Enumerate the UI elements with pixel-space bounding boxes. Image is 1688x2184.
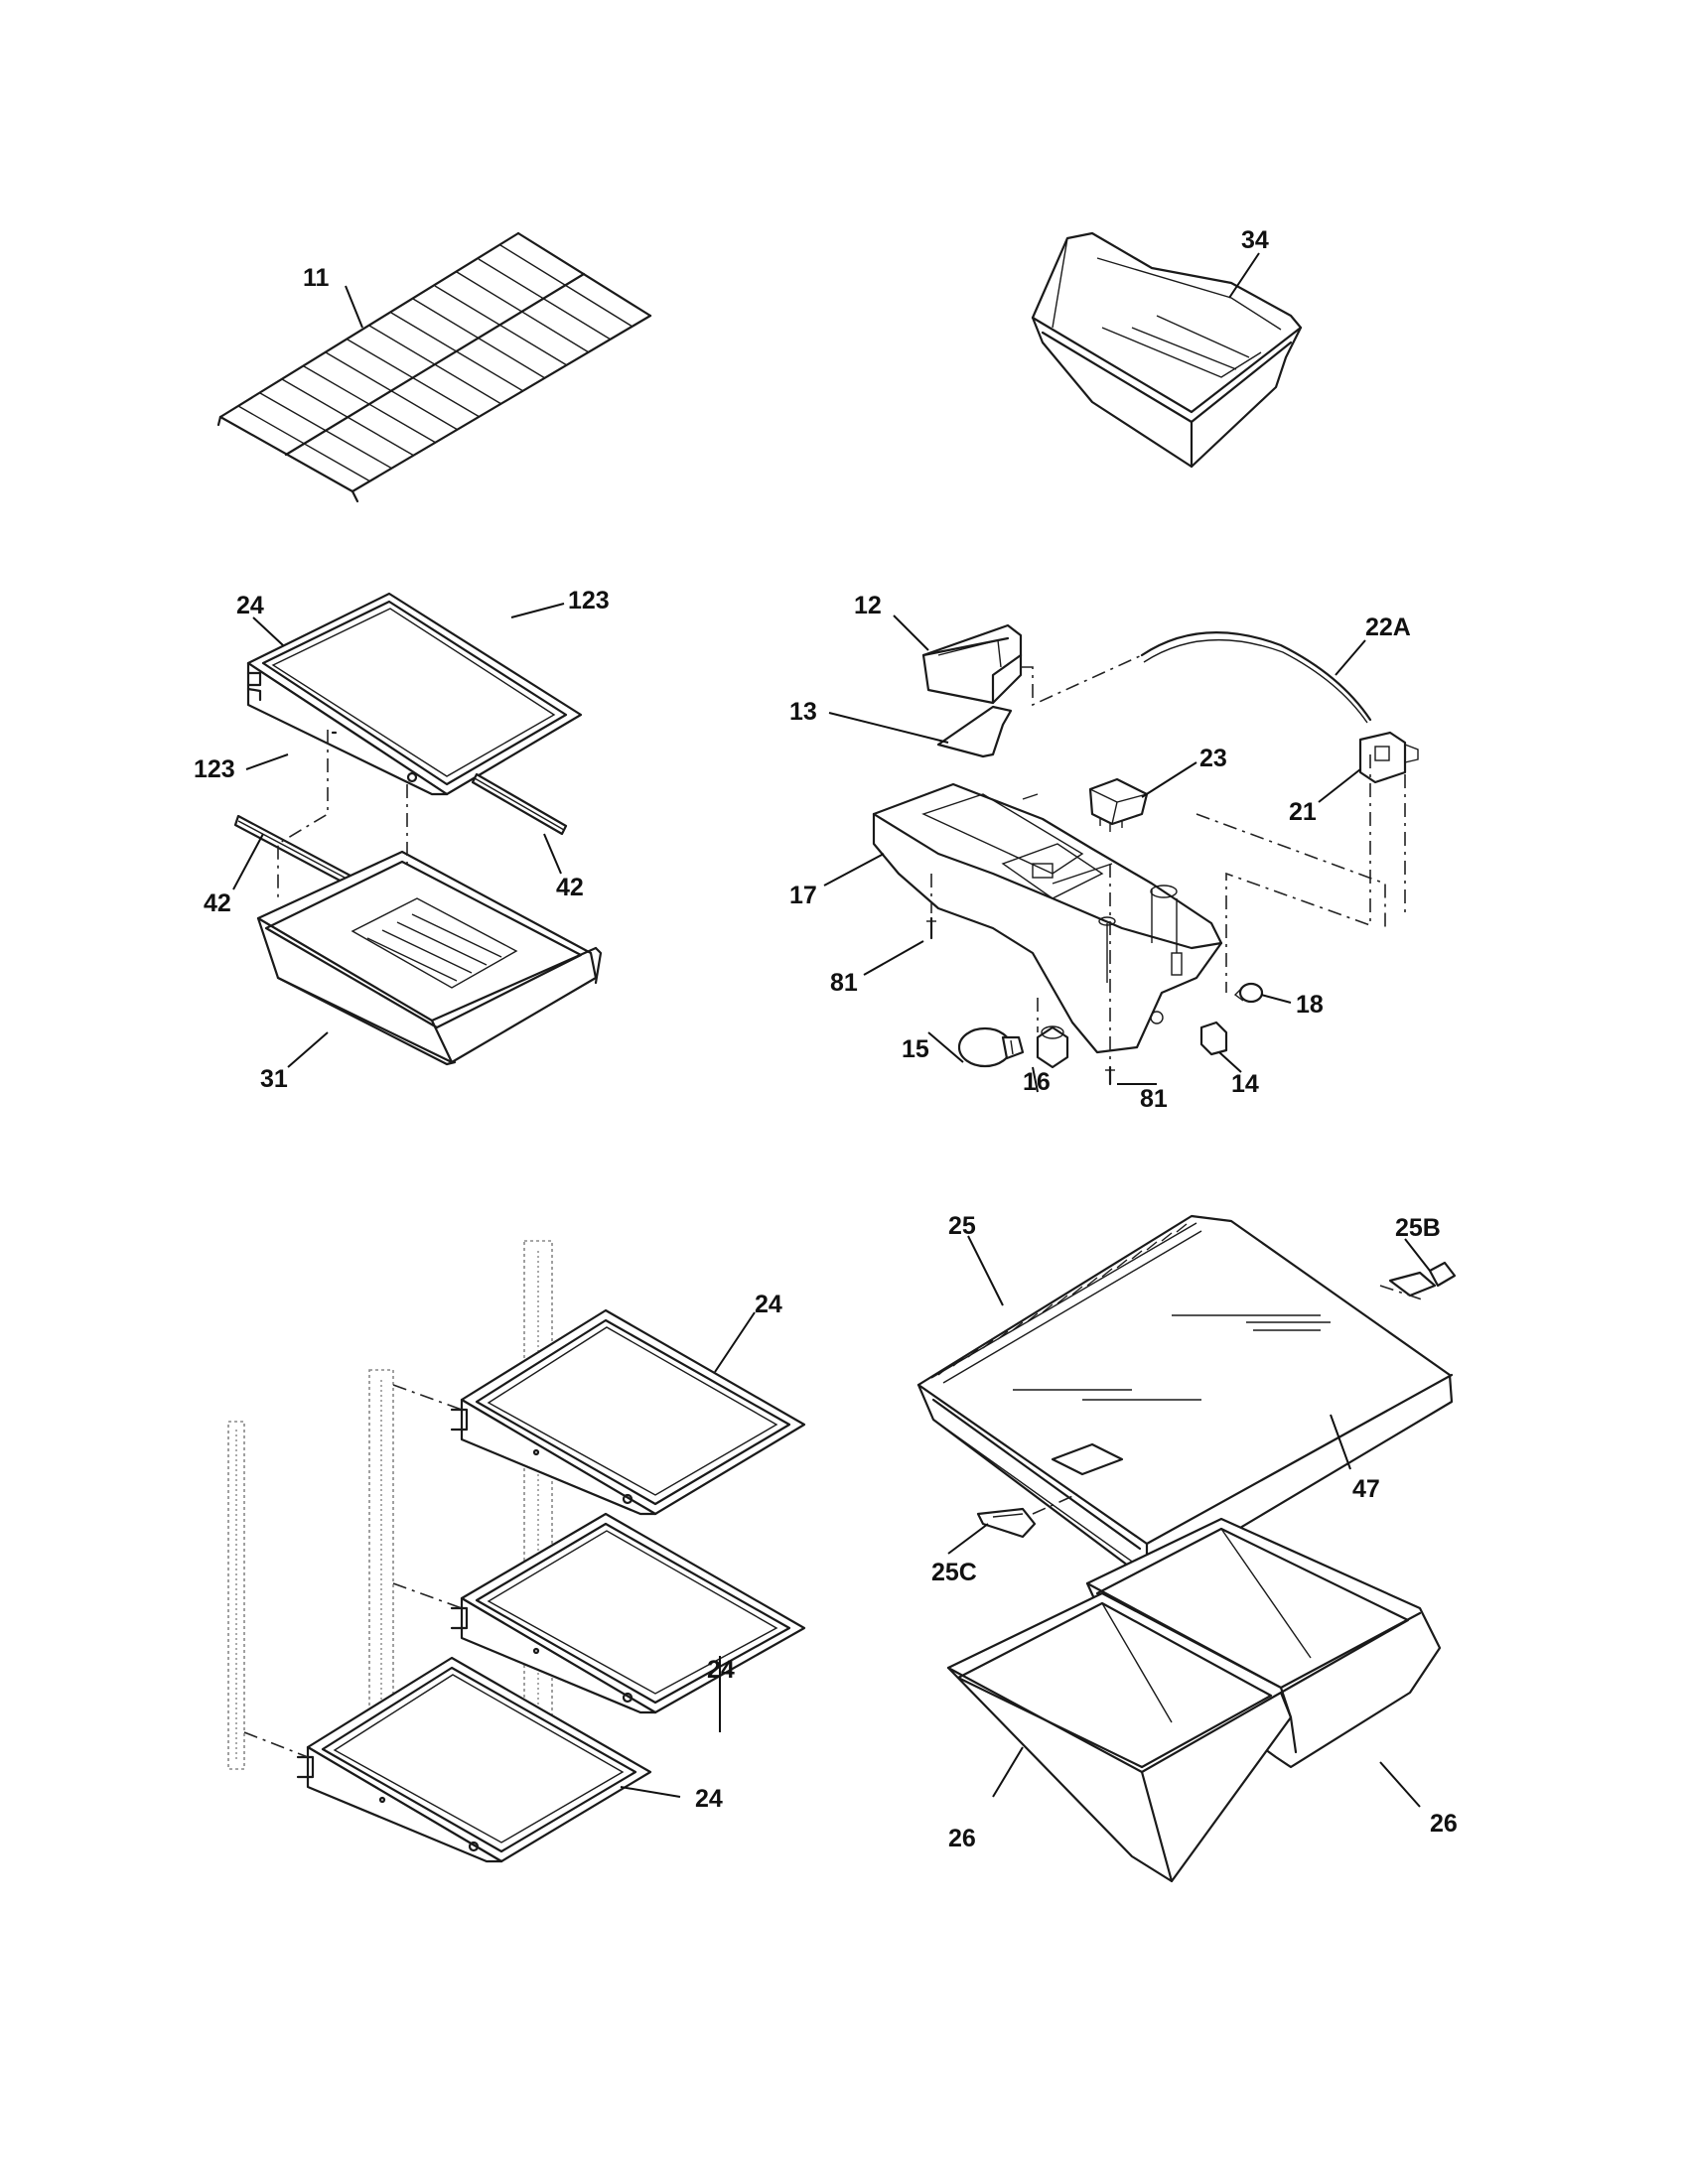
- callout-81: 81: [830, 969, 858, 997]
- assembly-line-clip-left: [1032, 1493, 1078, 1515]
- callout-26: 26: [1430, 1810, 1458, 1838]
- wall-rail-front: [227, 1421, 245, 1770]
- assembly-line-shelf-1: [392, 1384, 463, 1411]
- relay-switch: [1088, 777, 1149, 832]
- callout-15: 15: [902, 1035, 929, 1063]
- callout-24: 24: [236, 592, 264, 619]
- assembly-line-switch: [1225, 754, 1371, 993]
- wire-harness: [1140, 631, 1372, 724]
- callout-25C: 25C: [931, 1559, 977, 1586]
- cover-clip-right: [1388, 1261, 1457, 1297]
- grille-vents: [937, 1223, 1188, 1376]
- crisper-drawer: [256, 850, 603, 1066]
- callout-123: 123: [194, 755, 235, 783]
- callout-81: 81: [1140, 1085, 1168, 1113]
- assembly-line-left: [277, 730, 329, 898]
- callout-47: 47: [1352, 1475, 1380, 1503]
- screw-right: [1105, 1065, 1115, 1086]
- assembly-line-harness: [1021, 654, 1143, 707]
- assembly-line-clip-right: [1379, 1285, 1426, 1301]
- callout-42: 42: [556, 874, 584, 901]
- lamp-bulb: [957, 1026, 1025, 1068]
- glass-shelf-2: [450, 1512, 806, 1714]
- cover-clip-left: [976, 1507, 1037, 1539]
- glass-shelf-3: [296, 1656, 652, 1863]
- callout-23: 23: [1199, 745, 1227, 772]
- push-switch: [1199, 1021, 1228, 1056]
- glass-shelf-upper: [246, 592, 583, 796]
- callout-25: 25: [948, 1212, 976, 1240]
- crisper-cover: [916, 1214, 1454, 1585]
- leader-lines: [232, 252, 1431, 1808]
- plug-button: [1233, 982, 1264, 1004]
- callout-12: 12: [854, 592, 882, 619]
- shelf-slide-right: [471, 772, 568, 836]
- callout-11: 11: [303, 264, 330, 292]
- callout-24: 24: [707, 1656, 735, 1684]
- callout-labels: 11 34 24 123 123 42 42 31 12 22A 13 23 2…: [194, 226, 1458, 1852]
- callout-24: 24: [755, 1291, 782, 1318]
- callout-14: 14: [1231, 1070, 1259, 1098]
- callout-22A: 22A: [1365, 614, 1411, 641]
- callout-21: 21: [1289, 798, 1317, 826]
- switch-connector: [1358, 731, 1419, 784]
- lamp-socket: [1036, 1025, 1069, 1069]
- callout-123: 123: [568, 587, 610, 614]
- callout-26: 26: [948, 1825, 976, 1852]
- callout-24: 24: [695, 1785, 723, 1813]
- callout-42: 42: [204, 889, 231, 917]
- door-bin: [1031, 231, 1303, 469]
- funnel-part: [921, 623, 1023, 705]
- assembly-line-shelf-2: [392, 1582, 463, 1609]
- assembly-line-relay: [1196, 813, 1386, 931]
- callout-31: 31: [260, 1065, 288, 1093]
- callout-34: 34: [1241, 226, 1269, 254]
- wire-shelf: [216, 231, 652, 503]
- callout-18: 18: [1296, 991, 1324, 1019]
- callout-25B: 25B: [1395, 1214, 1441, 1242]
- chute-flap: [936, 705, 1013, 758]
- dispenser-housing: [872, 782, 1223, 1054]
- callout-16: 16: [1023, 1068, 1051, 1096]
- screw-left: [926, 916, 936, 940]
- assembly-line-shelf-3: [243, 1731, 309, 1758]
- glass-shelf-1: [450, 1308, 806, 1516]
- callout-17: 17: [789, 882, 817, 909]
- crisper-drawer-left: [946, 1591, 1298, 1883]
- callout-13: 13: [789, 698, 817, 726]
